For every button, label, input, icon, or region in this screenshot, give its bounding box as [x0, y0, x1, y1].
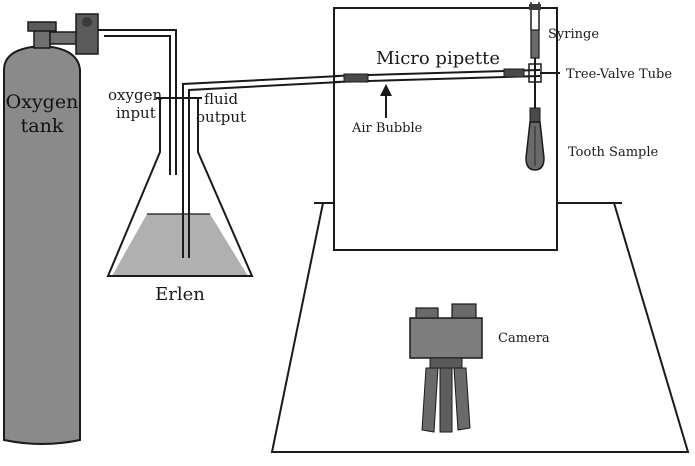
camera-platform — [270, 202, 690, 453]
erlenmeyer-flask: Erlen — [106, 97, 254, 305]
syringe-label: Syringe — [548, 27, 599, 42]
fluid-output-tube — [182, 75, 341, 258]
tree-valve-tube — [528, 63, 542, 83]
oxygen-tank: Oxygen tank — [3, 13, 99, 445]
micro-pipette-label: Micro pipette — [376, 48, 500, 69]
oxygen-tank-label-line1: Oxygen — [6, 91, 79, 113]
tooth-sample-label: Tooth Sample — [568, 145, 659, 160]
oxygen-input-label-line1: oxygen — [108, 86, 162, 104]
tooth-sample — [525, 107, 545, 171]
syringe — [529, 2, 541, 110]
oxygen-input-label-line2: input — [116, 104, 156, 122]
tree-valve-tube-label: Tree-Valve Tube — [566, 67, 672, 82]
fluid-output-label-line2: output — [196, 108, 246, 126]
oxygen-input-tube — [98, 29, 177, 175]
camera-icon — [409, 303, 483, 433]
air-bubble-arrow — [380, 84, 392, 118]
air-bubble-label: Air Bubble — [351, 121, 423, 136]
enclosure-box — [333, 7, 558, 251]
micro-pipette — [333, 68, 560, 83]
erlen-label: Erlen — [155, 284, 205, 305]
oxygen-tank-label-line2: tank — [21, 115, 64, 137]
camera-label: Camera — [498, 331, 550, 346]
fluid-output-label-line1: fluid — [204, 90, 238, 108]
